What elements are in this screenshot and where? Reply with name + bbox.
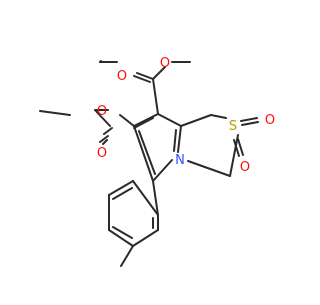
- bond: [112, 226, 133, 239]
- atom-labels: O O O O S O O N: [97, 56, 275, 175]
- atom-label-oxygen: O: [240, 160, 250, 175]
- bond: [240, 117, 258, 122]
- bond: [108, 229, 134, 247]
- bond: [152, 159, 173, 182]
- bond: [138, 130, 156, 175]
- bond: [120, 245, 134, 267]
- bond: [119, 114, 135, 127]
- bond: [173, 129, 177, 152]
- atom-label-sulfur: S: [229, 119, 237, 134]
- bond: [233, 139, 240, 157]
- bond: [180, 114, 212, 127]
- atom-label-oxygen: O: [117, 69, 127, 84]
- bond: [210, 114, 227, 119]
- bond: [102, 139, 108, 145]
- bond: [229, 134, 239, 177]
- bond: [39, 110, 71, 116]
- atom-label-nitrogen: N: [175, 153, 185, 168]
- atom-label-oxygen: O: [160, 56, 170, 71]
- molecule-structure: O O O O S O O N: [39, 56, 275, 267]
- bond: [136, 72, 154, 80]
- bond: [152, 180, 159, 216]
- bond: [132, 180, 159, 216]
- structure-canvas: O O O O S O O N: [39, 56, 275, 267]
- bond: [133, 117, 154, 129]
- atom-label-oxygen: O: [97, 146, 107, 161]
- bonds: [39, 60, 259, 267]
- bond: [99, 135, 109, 143]
- bond: [133, 75, 151, 83]
- bond: [241, 121, 259, 126]
- bond: [157, 113, 182, 127]
- bond: [237, 138, 244, 156]
- bond: [103, 127, 113, 135]
- atom-label-oxygen: O: [97, 104, 107, 119]
- bond: [152, 78, 159, 115]
- bond: [132, 229, 159, 247]
- bond: [94, 109, 111, 127]
- bond: [133, 113, 159, 127]
- bond: [108, 180, 134, 196]
- bond: [133, 125, 154, 182]
- bond: [112, 187, 133, 200]
- bond: [152, 66, 166, 80]
- bond: [177, 125, 182, 153]
- atom-label-oxygen: O: [265, 113, 275, 128]
- bond: [187, 160, 231, 177]
